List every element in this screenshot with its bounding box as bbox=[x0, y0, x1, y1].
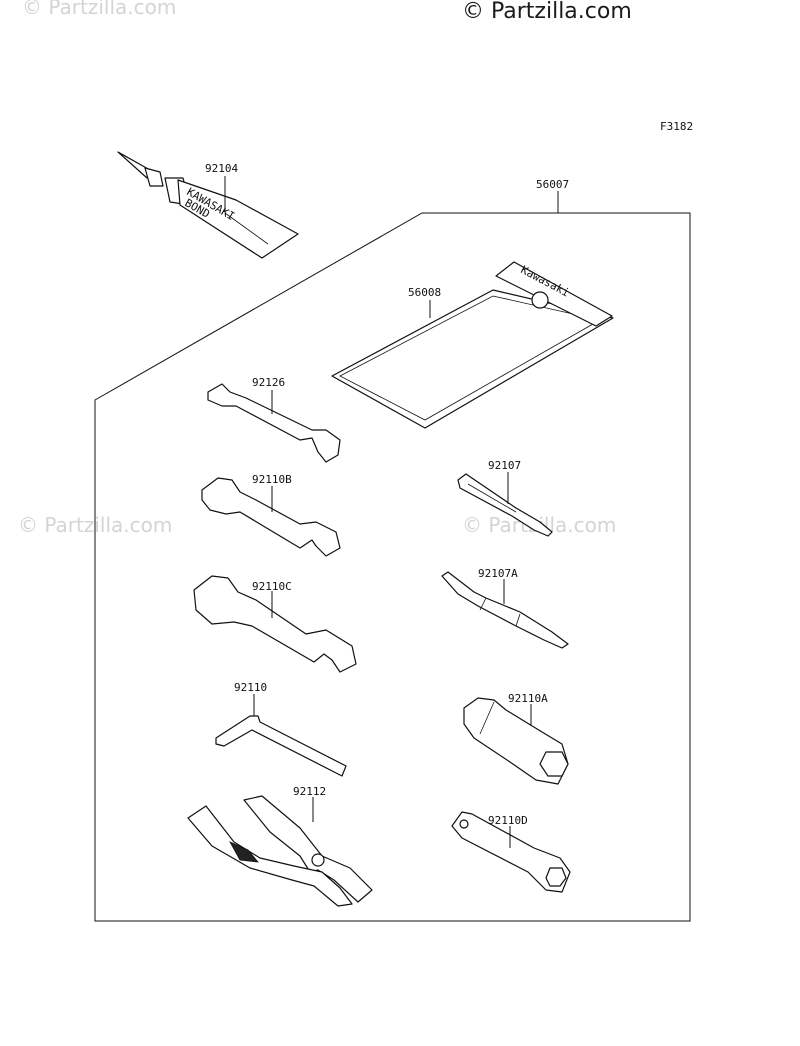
label-92112[interactable]: 92112 bbox=[293, 785, 326, 798]
watermark-top-center: © Partzilla.com bbox=[462, 0, 632, 24]
plug-wrench bbox=[463, 697, 569, 785]
kit-outline bbox=[94, 212, 691, 922]
label-56007[interactable]: 56007 bbox=[536, 178, 569, 191]
hex-key bbox=[215, 715, 347, 777]
box-wrench bbox=[451, 811, 571, 893]
bond-tube: KAWASAKI BOND bbox=[117, 151, 299, 259]
screwdriver-blade bbox=[441, 571, 569, 649]
label-92110D[interactable]: 92110D bbox=[488, 814, 528, 827]
label-92126[interactable]: 92126 bbox=[252, 376, 285, 389]
pliers bbox=[187, 795, 373, 907]
label-92110C[interactable]: 92110C bbox=[252, 580, 292, 593]
diagram-code: F3182 bbox=[660, 120, 693, 133]
watermark-top-left: © Partzilla.com bbox=[22, 0, 176, 19]
tool-bag: Kawasaki bbox=[331, 261, 614, 429]
label-92110B[interactable]: 92110B bbox=[252, 473, 292, 486]
label-92107A[interactable]: 92107A bbox=[478, 567, 518, 580]
wrench-medium bbox=[201, 477, 341, 557]
label-92107[interactable]: 92107 bbox=[488, 459, 521, 472]
label-92104[interactable]: 92104 bbox=[205, 162, 238, 175]
wrench-large bbox=[193, 575, 357, 673]
wrench-small bbox=[207, 383, 341, 463]
label-92110[interactable]: 92110 bbox=[234, 681, 267, 694]
screwdriver bbox=[457, 473, 553, 537]
label-56008[interactable]: 56008 bbox=[408, 286, 441, 299]
label-92110A[interactable]: 92110A bbox=[508, 692, 548, 705]
